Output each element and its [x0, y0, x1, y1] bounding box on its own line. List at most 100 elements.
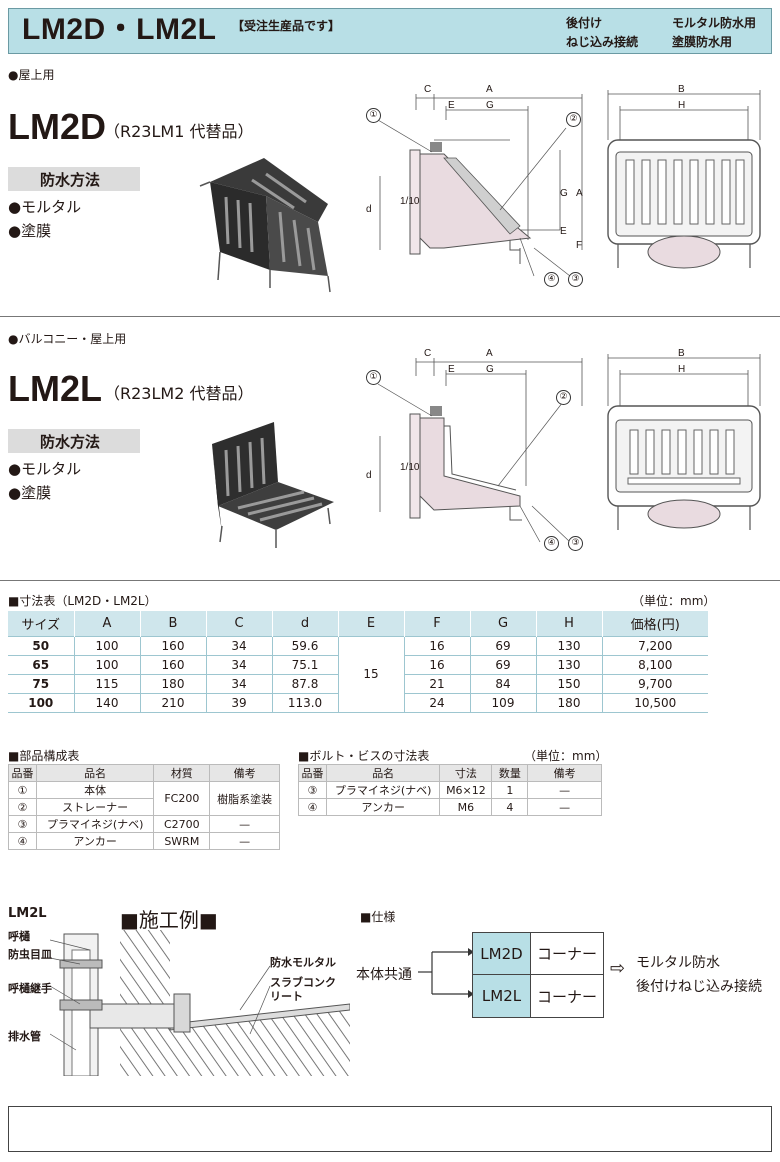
- replacement-lm2l: （R23LM2 代替品）: [104, 384, 254, 403]
- method-title-lm2l: 防水方法: [8, 429, 140, 453]
- parts-table-caption: ■部品構成表: [8, 749, 80, 763]
- cell: 16: [403, 654, 470, 674]
- table-row: 65 100 160 34 75.1 16 69 130 8,100: [8, 654, 708, 674]
- bolt-table: 品番 品名 寸法 数量 備考 ③ プラマイネジ(ナベ) M6×12 1 — ④ …: [298, 764, 602, 816]
- label-bouchu-mezara: 防虫目皿: [8, 948, 52, 961]
- cell: 160: [139, 635, 206, 655]
- cell: 69: [469, 654, 536, 674]
- cell: 150: [535, 673, 602, 693]
- lm2d-front-drawing: [607, 90, 761, 269]
- cell: 75.1: [271, 654, 338, 674]
- model-name-lm2l: LM2L: [8, 368, 102, 409]
- cell: 10,500: [601, 692, 708, 712]
- cell: 7,200: [601, 635, 708, 655]
- method-film-lm2d: ●塗膜: [8, 222, 52, 240]
- cell: 84: [469, 673, 536, 693]
- callout-2-lm2l: ②: [556, 390, 571, 405]
- cell: 24: [403, 692, 470, 712]
- dim-e2-lm2d: E: [560, 226, 567, 237]
- lm2l-front-drawing: [607, 354, 761, 530]
- dim-h-lm2d: H: [678, 100, 686, 111]
- cell: 16: [403, 635, 470, 655]
- spec-result-connection: 後付けねじ込み接続: [636, 979, 762, 995]
- model-name-lm2d: LM2D: [8, 106, 106, 147]
- dim-table-unit: （単位：mm）: [632, 594, 716, 608]
- cell: 34: [205, 673, 272, 693]
- usage-lm2d: ●屋上用: [8, 68, 55, 82]
- cell: 39: [205, 692, 272, 712]
- cell: 210: [139, 692, 206, 712]
- cell: 130: [535, 635, 602, 655]
- parts-table: 品番 品名 材質 備考 ① 本体 FC200 樹脂系塗装 ② ストレーナー ③ …: [8, 764, 280, 850]
- spec-type-lm2l: コーナー: [536, 987, 597, 1006]
- cell: 115: [73, 673, 140, 693]
- dim-h-lm2l: H: [678, 364, 686, 375]
- cell: 100: [73, 654, 140, 674]
- construction-model: LM2L: [8, 906, 47, 921]
- spec-model-lm2l: LM2L: [473, 975, 531, 1017]
- spec-model-lm2d: LM2D: [473, 933, 531, 975]
- bolt-table-caption: ■ボルト・ビスの寸法表: [298, 749, 430, 763]
- cell: —: [527, 798, 602, 816]
- dim-slope-lm2l: 1/10: [400, 462, 420, 473]
- cell: SWRM: [153, 832, 211, 850]
- dim-header: B: [140, 611, 207, 636]
- bolt-header: 品番: [298, 764, 327, 782]
- cell: 140: [73, 692, 140, 712]
- dim-c-lm2d: C: [424, 84, 432, 95]
- cell-e-merged: 15: [337, 635, 404, 712]
- cell: 59.6: [271, 635, 338, 655]
- cell: 34: [205, 635, 272, 655]
- label-haisuikan: 排水管: [8, 1030, 41, 1043]
- bolt-header: 数量: [491, 764, 529, 782]
- cell: 65: [8, 654, 74, 674]
- bolt-header-row: 品番 品名 寸法 数量 備考: [298, 764, 602, 782]
- table-row: ③ プラマイネジ(ナベ) C2700 —: [8, 815, 280, 833]
- spec-arrow-icon: ⇨: [610, 958, 626, 979]
- cell: M6×12: [439, 781, 493, 799]
- parts-header: 備考: [209, 764, 280, 782]
- lm2d-product-image: [199, 158, 331, 293]
- lm2d-section-drawing: [377, 94, 583, 277]
- method-mortar-lm2l: ●モルタル: [8, 460, 82, 478]
- feature-film: 塗膜防水用: [672, 35, 733, 49]
- callout-3-lm2l: ③: [568, 536, 583, 551]
- dim-c-lm2l: C: [424, 348, 432, 359]
- cell: ③: [8, 815, 37, 833]
- cell: 8,100: [601, 654, 708, 674]
- cell: —: [209, 832, 280, 850]
- section-divider-2: [0, 580, 780, 581]
- dim-e-lm2d: E: [448, 100, 455, 111]
- made-to-order-note: 【受注生産品です】: [232, 19, 341, 33]
- cell: 160: [139, 654, 206, 674]
- bolt-header: 品名: [325, 764, 441, 782]
- dim-g-lm2d: G: [486, 100, 494, 111]
- method-film-lm2l: ●塗膜: [8, 484, 52, 502]
- cell: ④: [298, 798, 327, 816]
- dim-header: A: [74, 611, 141, 636]
- bolt-header: 備考: [527, 764, 602, 782]
- dim-b-lm2l: B: [678, 348, 685, 359]
- cell: 113.0: [271, 692, 338, 712]
- dim-header: C: [206, 611, 273, 636]
- cell: —: [527, 781, 602, 799]
- header-bar: [8, 8, 772, 54]
- method-mortar-lm2d: ●モルタル: [8, 198, 82, 216]
- bolt-header: 寸法: [439, 764, 493, 782]
- dim-g2-lm2d: G: [560, 188, 568, 199]
- spec-table: LM2D コーナー LM2L コーナー: [472, 932, 604, 1018]
- table-row: ① 本体 FC200 樹脂系塗装: [8, 781, 280, 816]
- construction-title: ■施工例■: [120, 908, 218, 932]
- label-bousui-mortar: 防水モルタル: [270, 956, 336, 969]
- dim-a-lm2l: A: [486, 348, 493, 359]
- dim-e-lm2l: E: [448, 364, 455, 375]
- label-yobitoi: 呼樋: [8, 930, 30, 943]
- parts-header: 材質: [153, 764, 211, 782]
- table-row: ④ アンカー SWRM —: [8, 832, 280, 850]
- cell: 87.8: [271, 673, 338, 693]
- cell: —: [209, 815, 280, 833]
- cell: ④: [8, 832, 37, 850]
- cell: 4: [491, 798, 529, 816]
- parts-header: 品名: [35, 764, 155, 782]
- table-row: 50 100 160 34 59.6 15 16 69 130 7,200: [8, 635, 708, 712]
